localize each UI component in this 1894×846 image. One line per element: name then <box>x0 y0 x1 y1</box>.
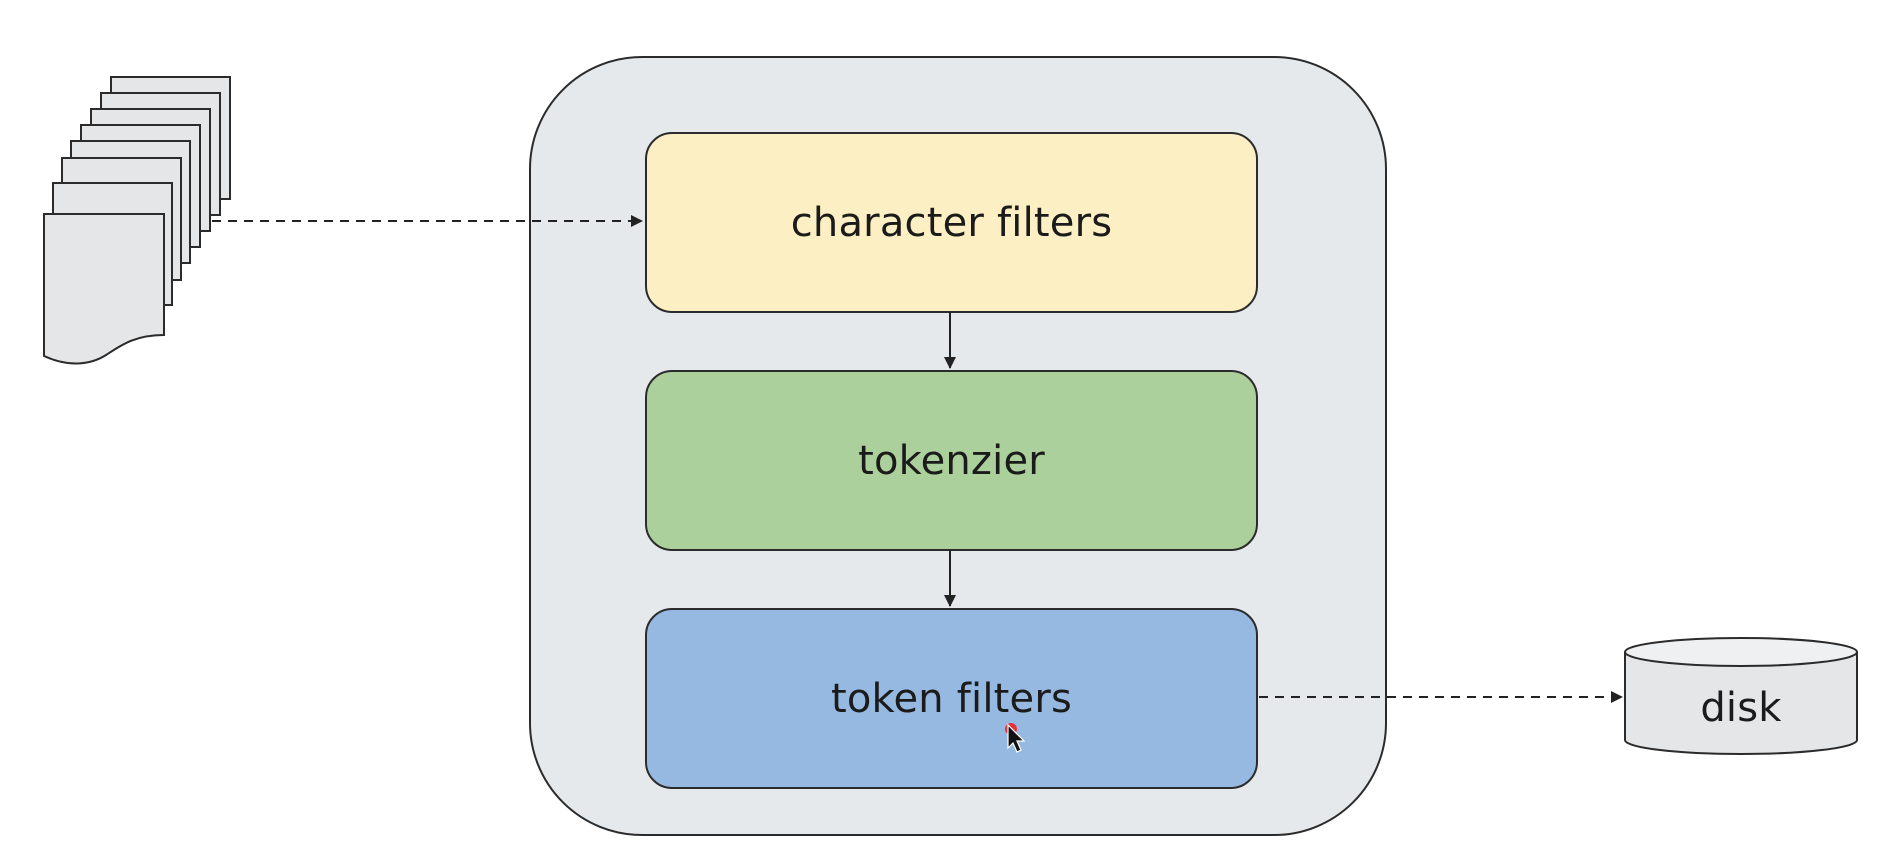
tokenizer-box <box>645 370 1258 551</box>
tokenizer-label: tokenzier <box>858 437 1045 484</box>
mouse-cursor-icon <box>1005 723 1026 753</box>
character-filters-label: character filters <box>790 199 1113 246</box>
character-filters-box <box>645 132 1258 313</box>
token-filters-label: token filters <box>830 675 1073 722</box>
disk-label: disk <box>1700 685 1782 731</box>
database-cylinder-icon <box>1624 637 1858 755</box>
token-filters-box <box>645 608 1258 789</box>
document-stack-icon <box>43 76 231 365</box>
